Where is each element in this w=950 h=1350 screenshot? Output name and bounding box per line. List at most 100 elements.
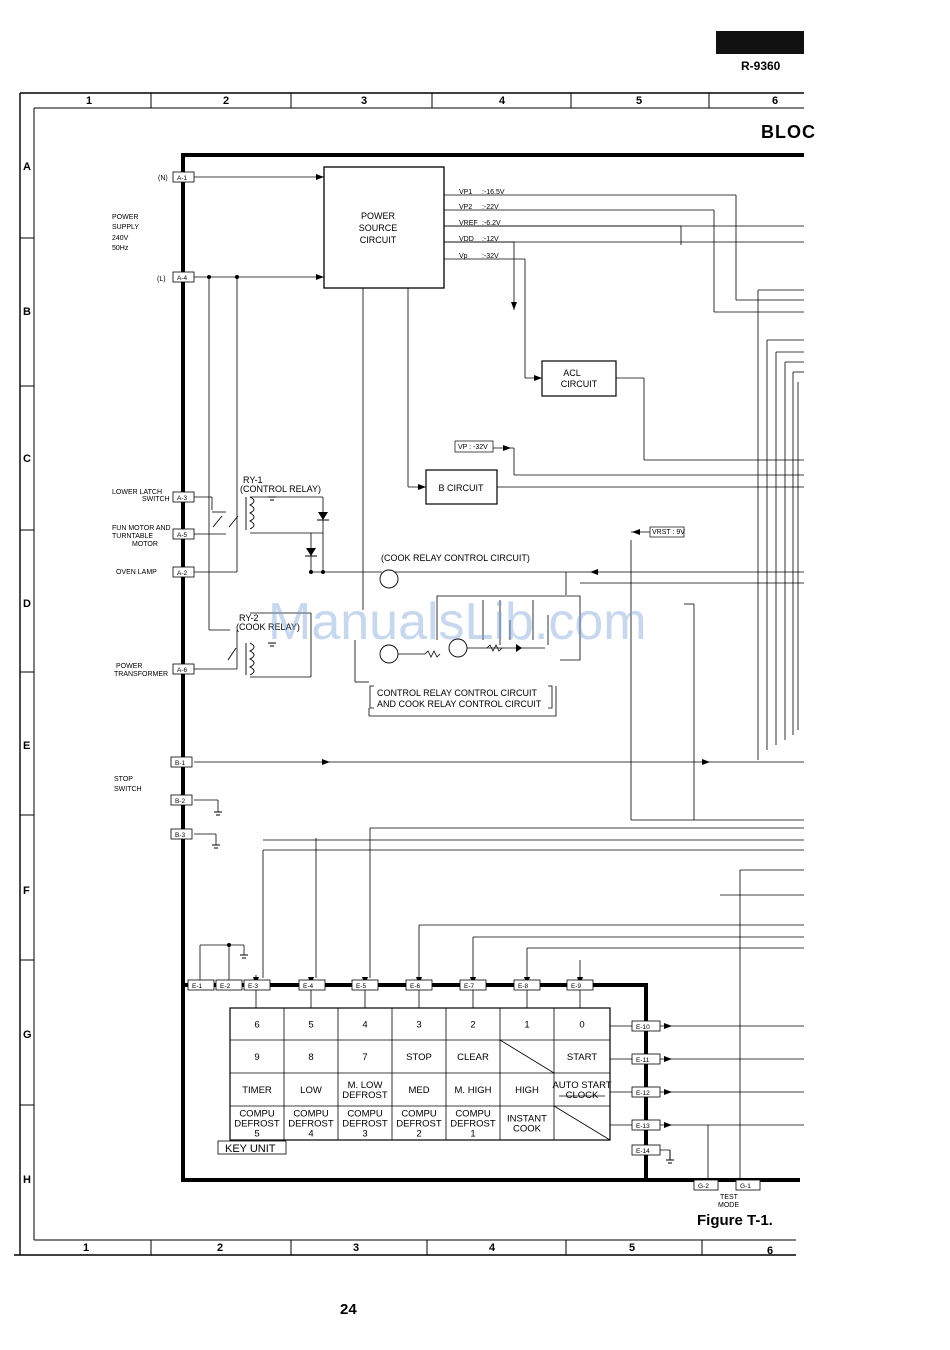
model-number: R-9360	[741, 59, 781, 73]
keypad-key-label: 7	[362, 1052, 367, 1063]
svg-text:A-6: A-6	[177, 667, 188, 674]
svg-text:E-9: E-9	[571, 983, 582, 990]
keypad-key-label: 9	[254, 1052, 259, 1063]
keypad-key-label: DEFROST	[288, 1119, 334, 1130]
key-unit-label: KEY UNIT	[225, 1143, 276, 1155]
svg-text:E-13: E-13	[636, 1123, 650, 1130]
row-label: H	[23, 1174, 31, 1186]
row-label: A	[23, 161, 31, 173]
svg-text:TRANSFORMER: TRANSFORMER	[114, 671, 168, 678]
relays: RY-1 (CONTROL RELAY) RY-2 (COOK RELAY)	[212, 475, 329, 676]
watermark: ManualsLib.com	[268, 593, 647, 651]
svg-text:E-14: E-14	[636, 1148, 650, 1155]
svg-text:Vp: Vp	[459, 253, 468, 260]
svg-text:B CIRCUIT: B CIRCUIT	[439, 483, 485, 493]
keypad-key-label: 5	[254, 1129, 259, 1140]
svg-text:VP1: VP1	[459, 189, 472, 196]
svg-text:(COOK RELAY CONTROL CIRCUIT): (COOK RELAY CONTROL CIRCUIT)	[381, 553, 530, 563]
svg-text:E-5: E-5	[356, 983, 367, 990]
keypad-key-label: START	[567, 1052, 597, 1063]
svg-text:VREF: VREF	[459, 220, 478, 227]
figure-caption: Figure T-1.	[697, 1212, 773, 1229]
svg-text:VDD: VDD	[459, 236, 474, 243]
svg-text:RY-1: RY-1	[243, 475, 263, 485]
keypad-key-label: COMPU	[293, 1109, 329, 1120]
svg-text:B-3: B-3	[175, 832, 186, 839]
keypad-key-label: DEFROST	[342, 1119, 388, 1130]
svg-text:E-1: E-1	[192, 983, 203, 990]
col-label: 5	[636, 95, 642, 107]
keypad-key-label: 5	[308, 1020, 313, 1031]
svg-text:E-2: E-2	[220, 983, 231, 990]
keypad-key-label: STOP	[406, 1052, 432, 1063]
col-label: 2	[217, 1242, 223, 1254]
col-label: 4	[489, 1242, 496, 1254]
svg-text:E-8: E-8	[518, 983, 529, 990]
row-label: C	[23, 453, 31, 465]
keypad-key-label: AUTO START	[552, 1080, 611, 1091]
svg-text:SWITCH: SWITCH	[142, 496, 170, 503]
svg-text:POWER: POWER	[112, 214, 138, 221]
svg-text:E-4: E-4	[303, 983, 314, 990]
keypad-key-label: 3	[416, 1020, 421, 1031]
keypad-key-label: 6	[254, 1020, 259, 1031]
svg-text:RY-2: RY-2	[239, 613, 259, 623]
keypad-key-label: MED	[408, 1085, 429, 1096]
col-label: 1	[83, 1242, 89, 1254]
ground-icon	[212, 496, 674, 1164]
svg-text::-32V: :-32V	[482, 253, 499, 260]
svg-text:SUPPLY: SUPPLY	[112, 224, 139, 231]
grid-labels: 1 2 3 4 5 6 1 2 3 4 5 6 A B C D E F G H	[23, 95, 778, 1257]
svg-text:(L): (L)	[157, 276, 166, 283]
svg-text:CIRCUIT: CIRCUIT	[360, 235, 397, 245]
keypad-key-label: TIMER	[242, 1085, 272, 1096]
keypad-key-label: DEFROST	[342, 1090, 388, 1101]
keypad-key-label: CLOCK	[566, 1090, 599, 1101]
svg-text:FUN MOTOR AND: FUN MOTOR AND	[112, 525, 171, 532]
acl-circuit: ACL CIRCUIT	[541, 360, 617, 397]
keypad-key-label: HIGH	[515, 1085, 539, 1096]
svg-text::-22V: :-22V	[482, 204, 499, 211]
svg-text:E-3: E-3	[248, 983, 259, 990]
keypad-key-label: LOW	[300, 1085, 322, 1096]
row-label: B	[23, 306, 31, 318]
svg-text:A-3: A-3	[177, 495, 188, 502]
row-label: D	[23, 598, 31, 610]
svg-text:POWER: POWER	[116, 663, 142, 670]
keypad-key-label: DEFROST	[396, 1119, 442, 1130]
keypad-key-label: INSTANT	[507, 1114, 547, 1125]
svg-text:G-1: G-1	[740, 1183, 751, 1190]
row-label: F	[23, 885, 30, 897]
keypad-key-label: COMPU	[239, 1109, 275, 1120]
keypad-key-label: COOK	[513, 1124, 542, 1135]
svg-text:E-12: E-12	[636, 1090, 650, 1097]
cook-relay-control: (COOK RELAY CONTROL CIRCUIT) CONTROL REL…	[368, 553, 581, 717]
keypad-key-label: COMPU	[401, 1109, 437, 1120]
keypad-key-label: 0	[579, 1020, 584, 1031]
row-label: E	[23, 740, 30, 752]
keypad-key-label: 8	[308, 1052, 313, 1063]
svg-text:STOP: STOP	[114, 776, 133, 783]
b-circuit: B CIRCUIT	[425, 469, 498, 505]
page-number: 24	[340, 1301, 357, 1318]
power-source-circuit: POWER SOURCE CIRCUIT	[323, 166, 445, 289]
svg-text:A-2: A-2	[177, 570, 188, 577]
svg-text:MODE: MODE	[718, 1202, 739, 1209]
svg-text:ACL: ACL	[563, 368, 581, 378]
left-labels: (N) (L) POWER SUPPLY 240V 50Hz LOWER LAT…	[112, 175, 739, 1209]
svg-text::-6.2V: :-6.2V	[482, 220, 501, 227]
svg-text:AND COOK RELAY CONTROL CIRCUIT: AND COOK RELAY CONTROL CIRCUIT	[377, 699, 542, 709]
svg-text:CIRCUIT: CIRCUIT	[561, 379, 598, 389]
svg-text:(N): (N)	[158, 175, 168, 182]
col-label: 5	[629, 1242, 635, 1254]
svg-text:VP2: VP2	[459, 204, 472, 211]
svg-text::-12V: :-12V	[482, 236, 499, 243]
svg-text:E-10: E-10	[636, 1024, 650, 1031]
svg-text:SWITCH: SWITCH	[114, 786, 142, 793]
keypad-key-label: CLEAR	[457, 1052, 489, 1063]
svg-text:(COOK RELAY): (COOK RELAY)	[236, 622, 300, 632]
svg-text:G-2: G-2	[698, 1183, 709, 1190]
svg-text:VRST : 9V: VRST : 9V	[652, 529, 685, 536]
col-label: 3	[361, 95, 367, 107]
